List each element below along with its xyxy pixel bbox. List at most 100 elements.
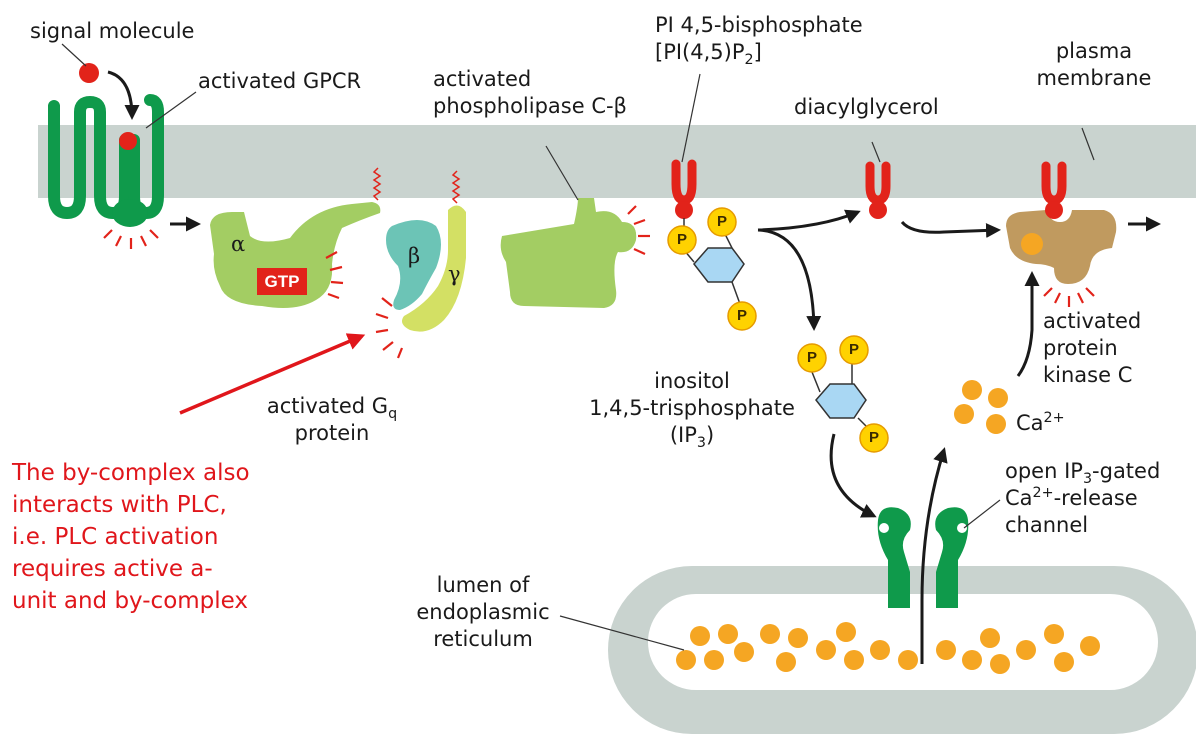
pip2-p-label-2: P <box>716 213 727 230</box>
pip2-formula-sub: 2 <box>744 52 754 69</box>
pkc-bound-dag-glycerol <box>1045 201 1063 219</box>
label-plasma-membrane-line1: plasma <box>1055 39 1133 63</box>
pip2-bond-3 <box>731 281 741 305</box>
channel-ip3-site-left <box>879 523 889 533</box>
label-pkc-line1: activated <box>1043 309 1142 333</box>
label-pkc-line2: protein <box>1043 336 1118 360</box>
dag-glycerol <box>869 201 887 219</box>
arrow-to-ip3 <box>757 228 822 331</box>
label-ip3-line1: inositol <box>654 369 730 393</box>
gpcr-leader <box>145 91 197 129</box>
arrow-calcium-release <box>920 447 948 664</box>
label-er-line3: reticulum <box>433 627 533 651</box>
arrow-dag-to-pkc <box>900 220 1001 238</box>
pkc-activation-rays <box>1043 287 1095 307</box>
gq-text: activated G <box>266 394 389 418</box>
label-calcium: Ca2+ <box>1016 410 1065 437</box>
label-pip2-line1: PI 4,5-bisphosphate <box>655 13 863 37</box>
arrow-calcium-to-pkc <box>1016 271 1040 377</box>
label-beta: β <box>408 244 421 268</box>
ip3-formula-sub: 3 <box>696 435 706 452</box>
annotation-line-2: interacts with PLC, <box>12 492 227 518</box>
ip3-p-label-1: P <box>806 349 817 366</box>
ca-sup: 2+ <box>1043 410 1065 426</box>
plasma-membrane <box>38 125 1196 198</box>
label-ip3-line3: (IP3) <box>572 422 812 452</box>
label-ip3-line2: 1,4,5-trisphosphate <box>589 396 795 420</box>
pip2-lipid-tails <box>671 159 697 205</box>
label-plc: activated phospholipase C-β <box>433 66 627 120</box>
pip2-p-label-3: P <box>736 307 747 324</box>
gtp-badge: GTP <box>257 268 307 295</box>
signal-leader <box>61 43 87 67</box>
ip3-phosphate-2 <box>839 335 869 365</box>
chan-text-2b: -release <box>1053 486 1138 510</box>
ip3-phosphate-3 <box>859 423 889 453</box>
pip2-p-label-1: P <box>676 231 687 248</box>
label-plc-line1: activated <box>433 67 532 91</box>
label-pkc-line3: kinase C <box>1043 363 1133 387</box>
beta-gamma-activation-rays <box>375 297 404 359</box>
signal-molecule <box>79 63 99 83</box>
er-lumen <box>648 594 1158 690</box>
pip2-leader <box>681 73 701 163</box>
chan-text-1: open IP <box>1005 459 1083 483</box>
label-ip3: inositol 1,4,5-trisphosphate (IP3) <box>572 368 812 452</box>
label-gq-line1: activated Gq <box>262 393 402 423</box>
bound-signal-molecule <box>119 132 137 150</box>
label-plasma-membrane-line2: membrane <box>1036 66 1152 90</box>
pip2-phosphate-1 <box>667 225 697 255</box>
gq-alpha-subunit <box>210 202 381 308</box>
ip3-phosphate-1 <box>797 343 827 373</box>
dag-lipid-tails <box>865 161 891 205</box>
annotation-arrow <box>179 333 366 415</box>
pip2-formula-pre: [PI(4,5)P <box>655 40 745 64</box>
ip3-inositol-ring <box>815 383 867 419</box>
ip3-bond-1 <box>811 371 821 393</box>
gpcr-loop <box>112 199 148 227</box>
label-er-line1: lumen of <box>436 573 530 597</box>
channel-ip3-site-right <box>957 523 967 533</box>
arrow-ip3-to-channel <box>829 433 877 518</box>
gq-sub: q <box>388 406 398 423</box>
label-er-lumen: lumen of endoplasmic reticulum <box>408 572 558 653</box>
pip2-inositol-ring <box>693 247 745 283</box>
label-plc-line2: phospholipase C-β <box>433 94 627 118</box>
er-leader <box>559 615 685 651</box>
label-pip2-line2: [PI(4,5)P2] <box>655 39 863 69</box>
protein-kinase-c <box>1006 210 1117 284</box>
label-channel-line1: open IP3-gated <box>1005 458 1161 488</box>
gq-lipid-anchor <box>372 167 382 201</box>
label-alpha: α <box>231 232 246 256</box>
pkc-bound-calcium <box>1021 233 1043 255</box>
er-calcium <box>676 622 1100 674</box>
label-plasma-membrane: plasma membrane <box>1034 38 1154 92</box>
label-gq-line2: protein <box>294 421 370 445</box>
chan-text-2: Ca <box>1005 486 1033 510</box>
gpcr-activation-rays <box>103 229 159 249</box>
annotation-line-3: i.e. PLC activation <box>12 524 219 550</box>
signal-binding-arrow <box>107 70 140 120</box>
chan-text-1b: -gated <box>1092 459 1161 483</box>
pip2-phosphate-3 <box>727 301 757 331</box>
label-channel-line2: Ca2+-release <box>1005 485 1160 512</box>
label-gamma: γ <box>448 262 461 286</box>
ip3-p-label-3: P <box>868 429 879 446</box>
chan-sup-2: 2+ <box>1032 485 1054 501</box>
pip2-glycerol <box>675 201 693 219</box>
gtp-activation-rays <box>325 251 344 300</box>
label-diacylglycerol: diacylglycerol <box>794 95 939 119</box>
annotation-line-1: The by-complex also <box>12 460 250 486</box>
ip3-formula-post: ) <box>705 423 715 447</box>
channel-leader <box>963 499 1001 529</box>
plc-activation-rays <box>627 205 650 256</box>
membrane-leader <box>1081 127 1095 161</box>
plc-leader <box>545 145 579 201</box>
ip3-formula-pre: (IP <box>669 423 697 447</box>
label-activated-gpcr: activated GPCR <box>198 69 362 93</box>
label-gq-protein: activated Gq protein <box>262 393 402 447</box>
chan-sub-1: 3 <box>1082 471 1093 488</box>
ca-text: Ca <box>1016 411 1044 435</box>
cytosolic-calcium <box>954 380 1008 434</box>
